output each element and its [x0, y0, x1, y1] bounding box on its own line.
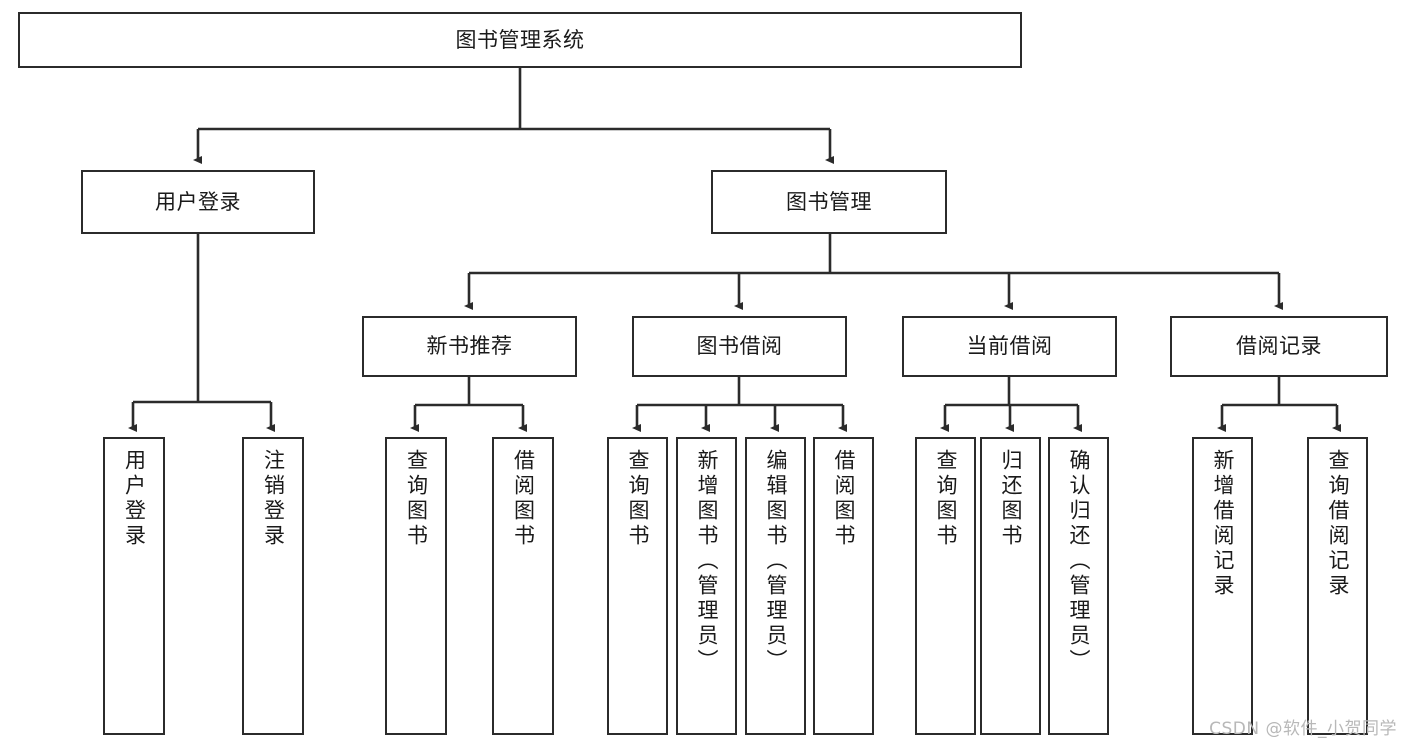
node-current-borrow-label: 当前借阅	[966, 334, 1053, 359]
leaf-new-book-borrow-book[interactable]: 借阅图书	[492, 437, 554, 735]
node-user-login[interactable]: 用户登录	[81, 170, 315, 234]
node-book-borrow-label: 图书借阅	[696, 334, 783, 359]
leaf-borrow-record-query-record[interactable]: 查询借阅记录	[1307, 437, 1368, 735]
node-new-book-recommend-label: 新书推荐	[426, 334, 513, 359]
leaf-book-borrow-add-book-label: 新增图书（管理员）	[695, 449, 719, 674]
leaf-current-borrow-confirm-return[interactable]: 确认归还（管理员）	[1048, 437, 1109, 735]
csdn-watermark: CSDN @软件_小贺同学	[1209, 719, 1397, 739]
leaf-borrow-record-add-record-label: 新增借阅记录	[1211, 449, 1235, 599]
leaf-current-borrow-confirm-return-label: 确认归还（管理员）	[1067, 449, 1091, 674]
leaf-user-login-login-label: 用户登录	[122, 449, 147, 549]
node-root[interactable]: 图书管理系统	[18, 12, 1022, 68]
leaf-borrow-record-add-record[interactable]: 新增借阅记录	[1192, 437, 1253, 735]
leaf-book-borrow-query-book-label: 查询图书	[626, 449, 650, 549]
leaf-book-borrow-borrow-book[interactable]: 借阅图书	[813, 437, 874, 735]
leaf-user-login-logout-label: 注销登录	[261, 449, 286, 549]
node-book-borrow[interactable]: 图书借阅	[632, 316, 847, 377]
leaf-borrow-record-query-record-label: 查询借阅记录	[1326, 449, 1350, 599]
node-current-borrow[interactable]: 当前借阅	[902, 316, 1117, 377]
leaf-book-borrow-borrow-book-label: 借阅图书	[832, 449, 856, 549]
leaf-new-book-query-book[interactable]: 查询图书	[385, 437, 447, 735]
leaf-new-book-borrow-book-label: 借阅图书	[511, 449, 536, 549]
node-user-login-label: 用户登录	[155, 189, 241, 214]
node-book-management[interactable]: 图书管理	[711, 170, 947, 234]
leaf-book-borrow-edit-book[interactable]: 编辑图书（管理员）	[745, 437, 806, 735]
leaf-new-book-query-book-label: 查询图书	[404, 449, 429, 549]
leaf-current-borrow-query-book[interactable]: 查询图书	[915, 437, 976, 735]
leaf-book-borrow-query-book[interactable]: 查询图书	[607, 437, 668, 735]
leaf-user-login-login[interactable]: 用户登录	[103, 437, 165, 735]
leaf-book-borrow-edit-book-label: 编辑图书（管理员）	[764, 449, 788, 674]
node-borrow-record-label: 借阅记录	[1236, 334, 1322, 359]
leaf-book-borrow-add-book[interactable]: 新增图书（管理员）	[676, 437, 737, 735]
leaf-current-borrow-query-book-label: 查询图书	[934, 449, 958, 549]
node-root-label: 图书管理系统	[455, 27, 585, 52]
leaf-user-login-logout[interactable]: 注销登录	[242, 437, 304, 735]
node-borrow-record[interactable]: 借阅记录	[1170, 316, 1388, 377]
node-book-management-label: 图书管理	[786, 189, 872, 214]
leaf-current-borrow-return-book-label: 归还图书	[999, 449, 1023, 549]
node-new-book-recommend[interactable]: 新书推荐	[362, 316, 577, 377]
leaf-current-borrow-return-book[interactable]: 归还图书	[980, 437, 1041, 735]
